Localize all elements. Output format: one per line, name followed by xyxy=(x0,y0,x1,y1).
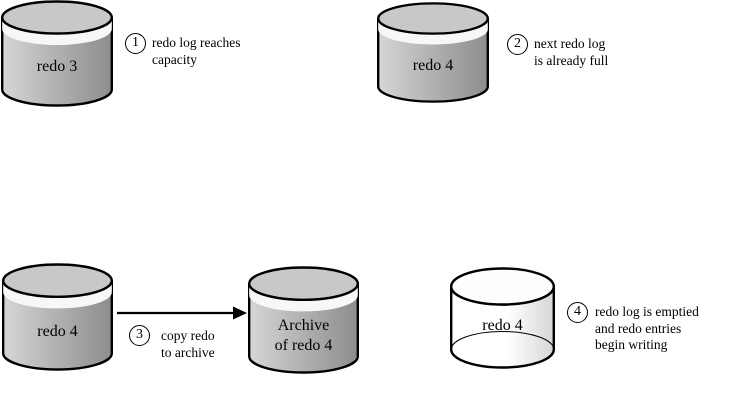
caption-line: to archive xyxy=(161,344,215,360)
step-3-caption: copy redo to archive xyxy=(161,328,215,361)
cylinder-label: redo 4 xyxy=(482,317,523,334)
caption-line: redo log reaches xyxy=(152,35,241,50)
step-4-caption: redo log is emptied and redo entries beg… xyxy=(595,304,699,354)
database-cylinder-icon xyxy=(2,263,113,371)
step-1-number-badge: 1 xyxy=(125,33,146,54)
caption-line: redo log is emptied xyxy=(595,304,699,319)
step-1-number: 1 xyxy=(132,35,139,50)
caption-line: and redo entries xyxy=(595,320,682,336)
database-cylinder-icon xyxy=(248,266,359,374)
right-arrow-icon xyxy=(115,303,250,328)
caption-line: begin writing xyxy=(595,337,668,352)
cylinder-label: redo 4 xyxy=(412,57,454,74)
cylinder-redo-3: redo 3 xyxy=(1,0,113,107)
cylinder-label-line: Archive xyxy=(277,317,330,334)
cylinder-label: redo 3 xyxy=(36,58,78,75)
cylinder-redo-4-next: redo 4 xyxy=(377,2,489,103)
database-cylinder-empty-icon xyxy=(450,267,555,369)
caption-line: copy redo xyxy=(161,328,215,343)
cylinder-label: Archive of redo 4 xyxy=(248,316,359,356)
step-2-caption: next redo log is already full xyxy=(534,36,608,69)
step-2-number-badge: 2 xyxy=(507,34,528,55)
cylinder-archive-of-redo-4: Archive of redo 4 xyxy=(248,266,359,374)
cylinder-label-line: of redo 4 xyxy=(274,337,333,354)
step-4-number: 4 xyxy=(574,304,581,319)
database-cylinder-icon xyxy=(377,2,489,103)
caption-line: is already full xyxy=(534,52,609,68)
cylinder-redo-4-empty: redo 4 xyxy=(450,267,555,369)
step-3-number-badge: 3 xyxy=(129,325,150,346)
caption-line: capacity xyxy=(152,51,197,67)
step-4-number-badge: 4 xyxy=(567,302,588,323)
cylinder-label: redo 4 xyxy=(37,323,78,340)
step-3-number: 3 xyxy=(136,327,143,342)
step-1-caption: redo log reaches capacity xyxy=(152,35,240,68)
caption-line: next redo log xyxy=(534,36,606,51)
step-2-number: 2 xyxy=(514,36,521,51)
database-cylinder-icon xyxy=(1,0,113,107)
cylinder-redo-4-source: redo 4 xyxy=(2,263,113,371)
